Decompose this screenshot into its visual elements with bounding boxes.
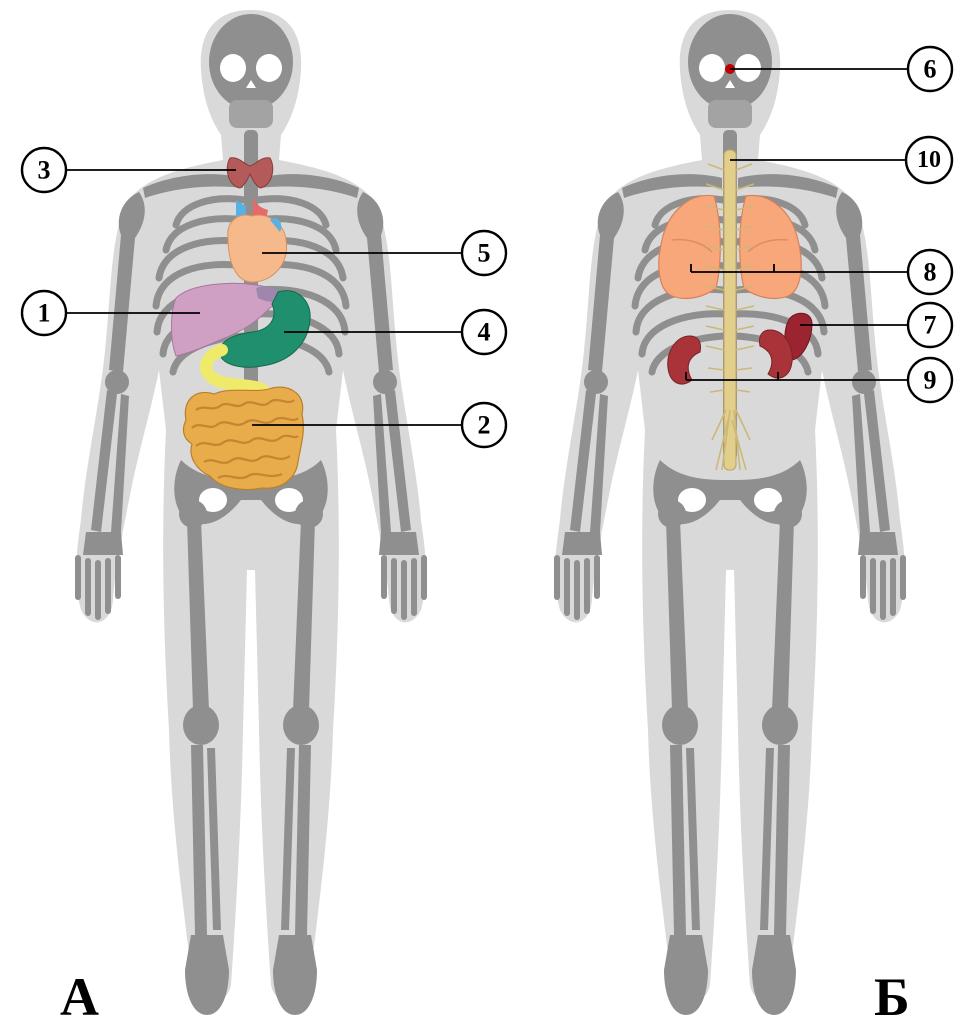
figure-b: 6 7 8 9 10 Б <box>554 10 952 1026</box>
skeleton-a <box>75 10 427 1015</box>
callout-3-number: 3 <box>38 156 51 185</box>
callout-7-number: 7 <box>924 311 937 340</box>
callout-6-number: 6 <box>924 55 937 84</box>
callout-8-number: 8 <box>924 258 937 287</box>
panel-label-b: Б <box>874 967 910 1026</box>
callout-2-number: 2 <box>478 411 491 440</box>
callout-10-number: 10 <box>917 147 941 173</box>
callout-5-number: 5 <box>478 239 491 268</box>
callout-4-number: 4 <box>478 318 491 347</box>
figure-a: 1 2 3 4 5 А <box>22 10 506 1026</box>
callout-9-number: 9 <box>924 366 937 395</box>
panel-label-a: А <box>60 967 99 1026</box>
callout-1-number: 1 <box>38 299 51 328</box>
